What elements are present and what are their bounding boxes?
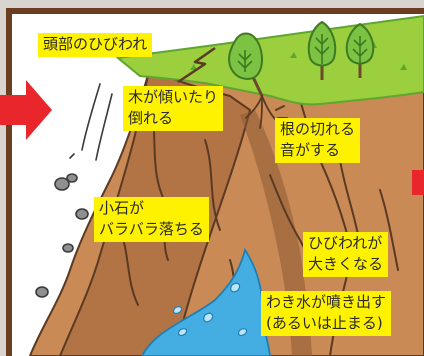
label-trees-tilt-line-2: 倒れる [128,109,174,127]
label-roots-snap-line-2: 音がする [280,141,341,159]
head-crack-line [177,46,216,84]
label-roots-snap: 根の切れる 音がする [275,118,361,163]
label-spring-water-line-2: (あるいは止まる) [266,314,383,332]
stone-icon [35,286,49,298]
falling-pebbles [35,173,89,298]
grass-crown [115,14,424,106]
label-pebbles-fall: 小石が バラバラ落ちる [94,197,209,242]
label-cracks-grow-line-1: ひびわれが [308,234,383,252]
label-cracks-grow-line-2: 大きくなる [308,255,384,273]
warning-arrow-icon [412,170,424,195]
warning-arrow-icon [0,80,52,140]
label-head-crack: 頭部のひびわれ [38,33,153,57]
label-head-crack-text: 頭部のひびわれ [43,35,148,53]
label-spring-water-line-1: わき水が噴き出す [266,293,387,311]
label-trees-tilt: 木が傾いたり 倒れる [123,86,224,131]
tree-icon [307,20,337,80]
label-cracks-grow: ひびわれが 大きくなる [303,232,389,277]
stone-icon [54,177,70,191]
exposed-roots [245,95,277,129]
label-spring-water: わき水が噴き出す (あるいは止まる) [261,291,392,336]
falling-motion-lines [69,83,113,161]
tree-icon [228,32,264,97]
tree-icon [345,22,375,78]
stone-icon [62,243,74,253]
label-pebbles-fall-line-2: バラバラ落ちる [99,220,204,238]
label-roots-snap-line-1: 根の切れる [280,120,356,138]
water-splashes [172,282,248,336]
stone-icon [66,173,78,183]
label-trees-tilt-line-1: 木が傾いたり [128,88,219,106]
label-pebbles-fall-line-1: 小石が [99,199,145,217]
stone-icon [75,208,89,220]
